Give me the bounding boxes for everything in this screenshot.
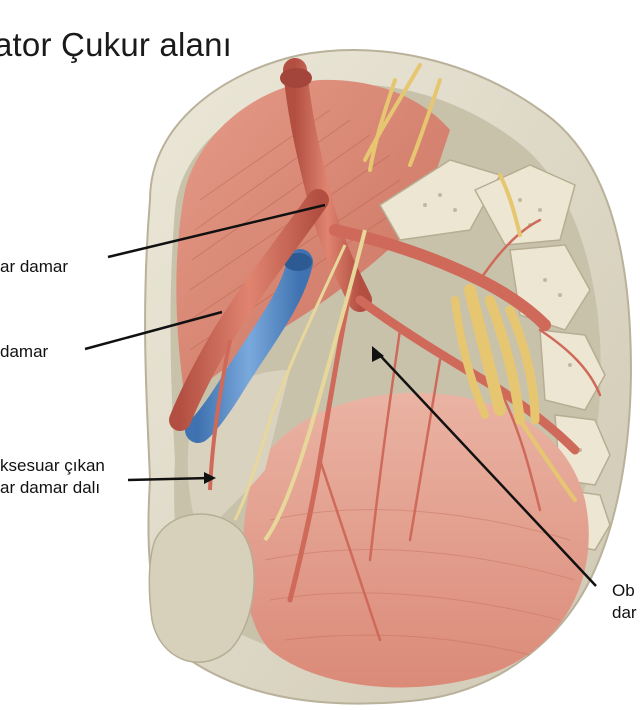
- label-accessory-line-2: ar damar dalı: [0, 478, 101, 497]
- label-obturator-line-1: Ob: [612, 581, 635, 600]
- page-title: ator Çukur alanı: [0, 26, 232, 63]
- obturator-nerve-2: [233, 244, 347, 521]
- arrowhead-4: [372, 346, 384, 362]
- artery-opening: [280, 68, 312, 88]
- obturator-nerve: [263, 229, 367, 542]
- pointer-line-3: [127, 476, 211, 482]
- external-iliac-artery: [169, 189, 329, 431]
- sacrum: [378, 159, 611, 551]
- pointer-line-1: [107, 203, 326, 259]
- label-artery-1: ar damar: [0, 257, 69, 276]
- vein-opening: [284, 253, 312, 271]
- arrowhead-3: [204, 472, 216, 484]
- sacral-plexus-nerves: [451, 284, 540, 425]
- label-obturator: Ob dar: [612, 580, 637, 624]
- label-accessory-line-1: ksesuar çıkan: [0, 456, 105, 475]
- pointer-line-2: [84, 310, 223, 351]
- label-accessory-branch: ksesuar çıkan ar damar dalı: [0, 455, 105, 499]
- posterior-branch: [329, 224, 551, 331]
- ischial-tuberosity: [148, 513, 255, 663]
- nerve-branches: [363, 63, 577, 502]
- external-iliac-vein: [185, 249, 313, 443]
- small-arteries: [318, 218, 602, 642]
- label-obturator-line-2: dar: [612, 603, 637, 622]
- pointer-lines: [84, 203, 597, 587]
- pelvic-floor-muscle: [243, 392, 589, 688]
- pointer-line-4: [374, 349, 597, 587]
- accessory-branch: [208, 339, 232, 491]
- label-vessel-2: damar: [0, 342, 49, 361]
